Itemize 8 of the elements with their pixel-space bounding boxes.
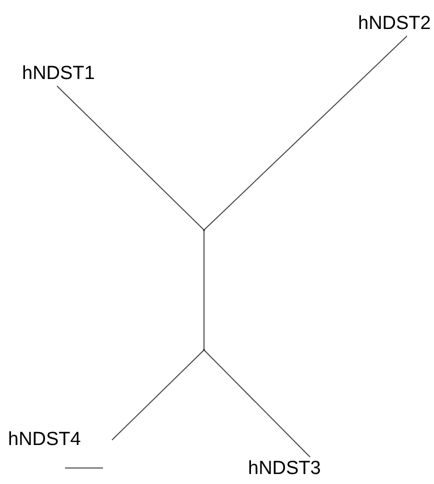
leaf-label: hNDST2	[358, 12, 430, 36]
branch-line	[112, 350, 204, 440]
branch-line	[204, 36, 408, 230]
leaf-label: hNDST4	[8, 428, 112, 452]
branch-line	[56, 86, 204, 230]
leaf-label: hNDST3	[248, 457, 348, 481]
branch-line	[204, 350, 310, 458]
leaf-label: hNDST1	[22, 62, 114, 86]
